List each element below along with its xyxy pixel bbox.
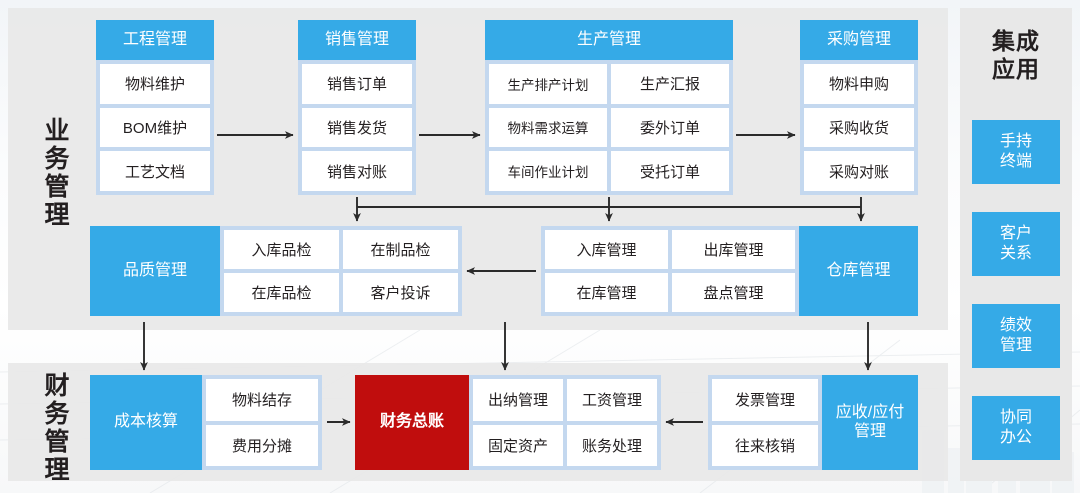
tile-quality-2[interactable]: 在库品检 [224, 273, 339, 312]
group-quality[interactable]: 品质管理 入库品检 在制品检 在库品检 客户投诉 [90, 226, 462, 316]
group-purchasing[interactable]: 采购管理 物料申购 采购收货 采购对账 [800, 20, 918, 195]
group-sales-header[interactable]: 销售管理 [298, 20, 416, 60]
tile-cost-1[interactable]: 费用分摊 [206, 424, 318, 466]
tile-warehouse-3[interactable]: 盘点管理 [672, 273, 795, 312]
tile-sales-2[interactable]: 销售对账 [302, 151, 412, 191]
group-general-ledger-tiles: 出纳管理 工资管理 固定资产 账务处理 [469, 375, 661, 470]
group-warehouse-tiles: 入库管理 出库管理 在库管理 盘点管理 [541, 226, 799, 316]
group-engineering[interactable]: 工程管理 物料维护 BOM维护 工艺文档 [96, 20, 214, 195]
group-cost-accounting-tiles: 物料结存 费用分摊 [202, 375, 322, 470]
group-engineering-tiles: 物料维护 BOM维护 工艺文档 [96, 60, 214, 195]
tile-sales-0[interactable]: 销售订单 [302, 64, 412, 104]
group-cost-accounting-header[interactable]: 成本核算 [90, 375, 202, 470]
tile-engineering-2[interactable]: 工艺文档 [100, 151, 210, 191]
group-quality-tiles: 入库品检 在制品检 在库品检 客户投诉 [220, 226, 462, 316]
group-receivable-payable[interactable]: 发票管理 往来核销 应收/应付 管理 [708, 375, 918, 470]
tile-production-5[interactable]: 受托订单 [611, 151, 729, 191]
group-purchasing-header[interactable]: 采购管理 [800, 20, 918, 60]
tile-ar-0[interactable]: 发票管理 [712, 379, 818, 421]
section-label-business: 业务管理 [41, 117, 69, 229]
tile-purchasing-0[interactable]: 物料申购 [804, 64, 914, 104]
tile-purchasing-1[interactable]: 采购收货 [804, 107, 914, 148]
tile-quality-3[interactable]: 客户投诉 [343, 273, 458, 312]
tile-sales-1[interactable]: 销售发货 [302, 107, 412, 148]
group-production-tiles: 生产排产计划 生产汇报 物料需求运算 委外订单 车间作业计划 受托订单 [485, 60, 733, 195]
group-production-header[interactable]: 生产管理 [485, 20, 733, 60]
group-receivable-payable-tiles: 发票管理 往来核销 [708, 375, 822, 470]
tile-ar-1[interactable]: 往来核销 [712, 424, 818, 466]
tile-engineering-1[interactable]: BOM维护 [100, 107, 210, 148]
tile-production-2[interactable]: 物料需求运算 [489, 107, 607, 148]
group-general-ledger-header[interactable]: 财务总账 [355, 375, 469, 470]
sidebar-item-collaborative-office[interactable]: 协同 办公 [972, 396, 1060, 460]
group-warehouse-header[interactable]: 仓库管理 [799, 226, 918, 316]
tile-warehouse-0[interactable]: 入库管理 [545, 230, 668, 269]
group-general-ledger[interactable]: 财务总账 出纳管理 工资管理 固定资产 账务处理 [355, 375, 661, 470]
tile-quality-1[interactable]: 在制品检 [343, 230, 458, 269]
tile-production-3[interactable]: 委外订单 [611, 107, 729, 148]
tile-cost-0[interactable]: 物料结存 [206, 379, 318, 421]
sidebar-item-performance-management[interactable]: 绩效 管理 [972, 304, 1060, 368]
group-engineering-header[interactable]: 工程管理 [96, 20, 214, 60]
tile-warehouse-1[interactable]: 出库管理 [672, 230, 795, 269]
tile-production-1[interactable]: 生产汇报 [611, 64, 729, 104]
group-receivable-payable-header[interactable]: 应收/应付 管理 [822, 375, 918, 470]
tile-warehouse-2[interactable]: 在库管理 [545, 273, 668, 312]
section-label-finance: 财务管理 [41, 372, 69, 484]
group-sales[interactable]: 销售管理 销售订单 销售发货 销售对账 [298, 20, 416, 195]
tile-production-4[interactable]: 车间作业计划 [489, 151, 607, 191]
group-quality-header[interactable]: 品质管理 [90, 226, 220, 316]
integrated-apps-title: 集成 应用 [992, 28, 1040, 82]
tile-ledger-0[interactable]: 出纳管理 [473, 379, 563, 421]
group-cost-accounting[interactable]: 成本核算 物料结存 费用分摊 [90, 375, 322, 470]
tile-engineering-0[interactable]: 物料维护 [100, 64, 210, 104]
tile-ledger-2[interactable]: 固定资产 [473, 424, 563, 466]
group-production[interactable]: 生产管理 生产排产计划 生产汇报 物料需求运算 委外订单 车间作业计划 受托订单 [485, 20, 733, 195]
tile-production-0[interactable]: 生产排产计划 [489, 64, 607, 104]
sidebar-item-customer-relations[interactable]: 客户 关系 [972, 212, 1060, 276]
sidebar-item-handheld-terminal[interactable]: 手持 终端 [972, 120, 1060, 184]
group-purchasing-tiles: 物料申购 采购收货 采购对账 [800, 60, 918, 195]
tile-ledger-1[interactable]: 工资管理 [567, 379, 657, 421]
group-warehouse[interactable]: 入库管理 出库管理 在库管理 盘点管理 仓库管理 [541, 226, 918, 316]
tile-ledger-3[interactable]: 账务处理 [567, 424, 657, 466]
tile-purchasing-2[interactable]: 采购对账 [804, 151, 914, 191]
group-sales-tiles: 销售订单 销售发货 销售对账 [298, 60, 416, 195]
tile-quality-0[interactable]: 入库品检 [224, 230, 339, 269]
